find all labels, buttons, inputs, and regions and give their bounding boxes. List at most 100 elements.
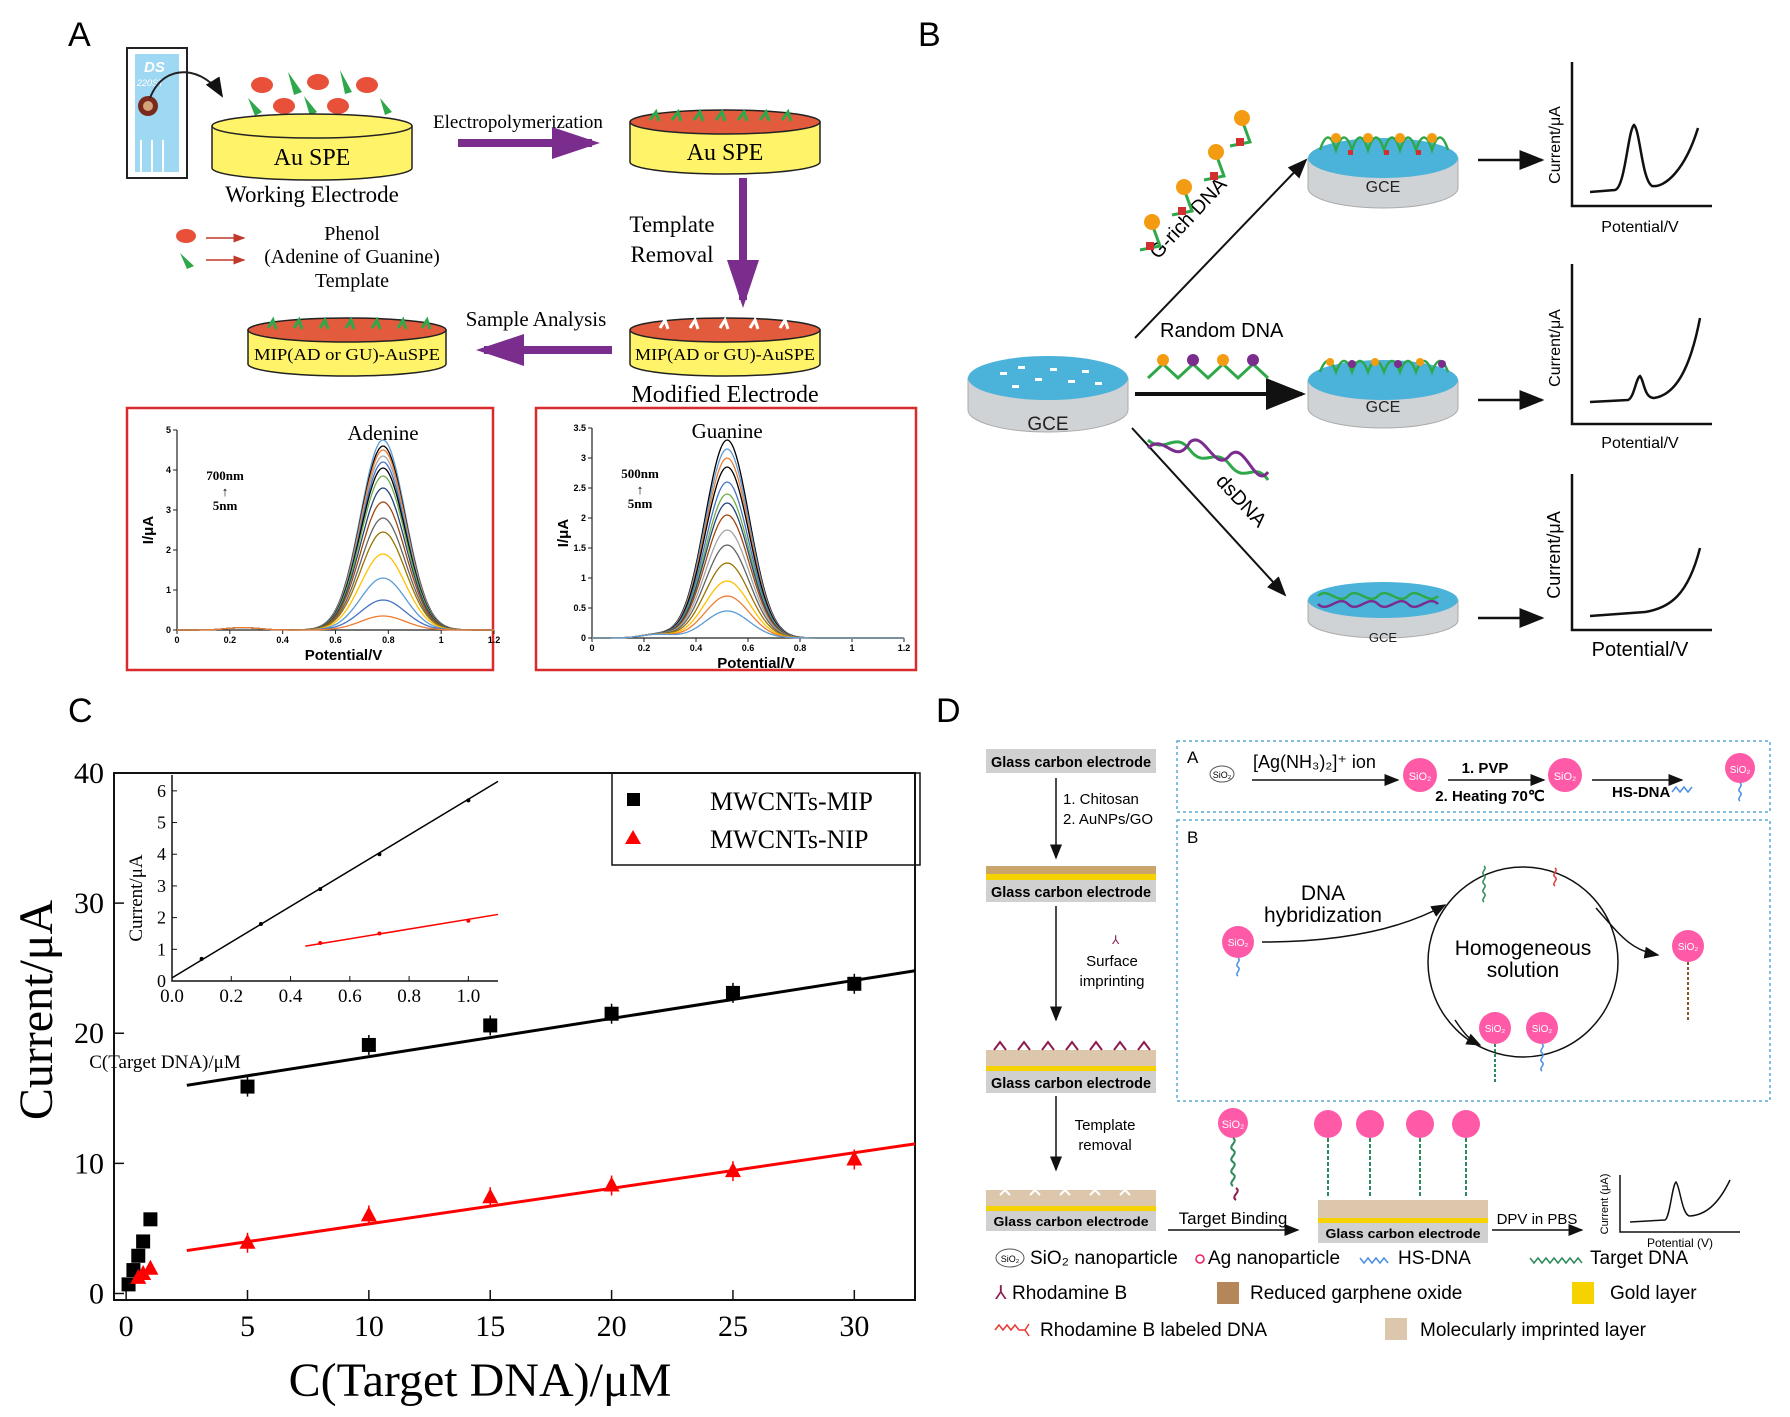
c-inset-fit-nip bbox=[305, 913, 499, 947]
c-point-nip bbox=[846, 1150, 863, 1166]
adenine-axes bbox=[176, 430, 494, 631]
d-pvp: 1. PVP bbox=[1462, 760, 1509, 777]
d-legend-rhod: Rhodamine B bbox=[1012, 1283, 1127, 1304]
d-bound-probes bbox=[1314, 1110, 1480, 1198]
c-ylabel: Current/μA bbox=[10, 899, 63, 1120]
gce-dsdna-label: GCE bbox=[1369, 630, 1398, 645]
c-fit-line-1 bbox=[186, 1142, 916, 1253]
d-legend-mil: Molecularly imprinted layer bbox=[1420, 1320, 1647, 1341]
c-inset-ytick-label: 0 bbox=[157, 971, 166, 991]
c-point-nip bbox=[142, 1259, 159, 1275]
d-step-3: Glass carbon electrode bbox=[986, 1040, 1156, 1093]
plot-g-rich-ylabel: Current/μA bbox=[1547, 106, 1564, 184]
d-box-b bbox=[1176, 819, 1771, 1102]
c-xtick-label: 20 bbox=[597, 1310, 627, 1343]
c-point-nip bbox=[360, 1206, 377, 1222]
d-legend-hs: HS-DNA bbox=[1398, 1248, 1471, 1269]
gce-random-label: GCE bbox=[1366, 399, 1401, 416]
c-legend-marker-nip bbox=[625, 830, 641, 844]
legend-phenol: Phenol bbox=[324, 223, 380, 245]
gce-source-label: GCE bbox=[1027, 414, 1068, 435]
c-inset-ytick-label: 2 bbox=[157, 908, 166, 928]
guanine-xtick-label: 1.2 bbox=[898, 643, 911, 653]
c-legend-nip: MWCNTs-NIP bbox=[710, 825, 869, 854]
d-step-4-label: Glass carbon electrode bbox=[994, 1214, 1149, 1229]
d-homog-2: solution bbox=[1487, 959, 1559, 982]
adenine-xtick-label: 0.2 bbox=[224, 635, 237, 645]
chip-text-1: DS bbox=[144, 59, 165, 76]
adenine-xtick-label: 1 bbox=[439, 635, 444, 645]
c-legend-box bbox=[611, 772, 921, 866]
plot-g-rich-xlabel: Potential/V bbox=[1601, 219, 1679, 236]
c-point-nip bbox=[482, 1188, 499, 1204]
guanine-xtick-label: 0.4 bbox=[690, 643, 703, 653]
d-rhod-glyph: ⅄ bbox=[1111, 933, 1120, 947]
guanine-ytick-label: 3.5 bbox=[573, 423, 586, 433]
au-spe-electrode-2: Au SPE bbox=[629, 108, 821, 175]
panel-b: GCE G-rich DNA Random DNA dsDNA bbox=[967, 62, 1712, 661]
g-rich-dna-strands bbox=[1139, 110, 1253, 252]
d-ag-ion: [Ag(NH₃)₂]⁺ ion bbox=[1253, 752, 1376, 772]
c-point-nip bbox=[603, 1176, 620, 1192]
d-reagent-template: Template bbox=[1075, 1117, 1136, 1134]
d-box-b-label: B bbox=[1187, 828, 1198, 847]
au-spe-label-1: Au SPE bbox=[274, 145, 351, 171]
c-inset-xtick-label: 1.0 bbox=[456, 986, 480, 1007]
d-reagent-chitosan: 1. Chitosan bbox=[1063, 791, 1139, 808]
adenine-title: Adenine bbox=[347, 421, 418, 445]
c-inset-ytick-label: 6 bbox=[157, 781, 166, 801]
c-ytick-label: 20 bbox=[74, 1017, 104, 1050]
gce-source: GCE bbox=[967, 356, 1129, 435]
c-inset-point-mip bbox=[377, 852, 382, 857]
adenine-xtick-label: 0.8 bbox=[382, 635, 395, 645]
d-legend-target: Target DNA bbox=[1590, 1248, 1689, 1269]
d-step-1: Glass carbon electrode bbox=[986, 749, 1156, 773]
random-dna-strand bbox=[1146, 354, 1270, 381]
d-reagent-imprinting: imprinting bbox=[1079, 973, 1144, 990]
guanine-ytick-label: 1 bbox=[581, 573, 586, 583]
d-hsdna: HS-DNA bbox=[1612, 784, 1670, 801]
c-inset-point-nip bbox=[377, 931, 382, 936]
c-inset-xtick-label: 0.4 bbox=[279, 986, 303, 1007]
chip-text-2: 220ST bbox=[136, 78, 165, 88]
c-point-mip bbox=[361, 1037, 376, 1052]
c-xtick-label: 30 bbox=[839, 1310, 869, 1343]
d-sio2-small: SiO₂ bbox=[1209, 765, 1235, 783]
guanine-annot-arrow: ↑ bbox=[637, 482, 644, 497]
guanine-xtick-label: 0.8 bbox=[794, 643, 807, 653]
guanine-xtick-label: 1 bbox=[849, 643, 854, 653]
guanine-ytick-label: 3 bbox=[581, 453, 586, 463]
c-inset-point-mip bbox=[466, 798, 471, 803]
guanine-xtick-label: 0.6 bbox=[742, 643, 755, 653]
au-spe-electrode-1: Au SPE bbox=[211, 113, 413, 181]
final-electrode-label: MIP(AD or GU)-AuSPE bbox=[254, 345, 440, 364]
c-ytick-label: 10 bbox=[74, 1147, 104, 1180]
d-reagent-surface: Surface bbox=[1086, 953, 1138, 970]
dsdna-strand-1 bbox=[1147, 438, 1270, 481]
d-step-5: Glass carbon electrode bbox=[1314, 1110, 1488, 1243]
d-step-4: Glass carbon electrode bbox=[986, 1188, 1156, 1231]
c-point-mip bbox=[847, 976, 862, 991]
gce-random: GCE bbox=[1307, 358, 1459, 429]
modified-electrode-label: MIP(AD or GU)-AuSPE bbox=[635, 345, 815, 364]
c-inset-point-mip bbox=[258, 921, 263, 926]
c-inset-xtick-label: 0.8 bbox=[397, 986, 421, 1007]
c-ytick-label: 30 bbox=[74, 887, 104, 920]
adenine-xtick-label: 1.2 bbox=[488, 635, 501, 645]
c-point-mip bbox=[725, 985, 740, 1000]
c-point-nip bbox=[239, 1233, 256, 1249]
guanine-annot-bottom: 5nm bbox=[628, 496, 653, 511]
guanine-xlabel: Potential/V bbox=[717, 655, 795, 672]
guanine-curve bbox=[592, 514, 904, 639]
d-target-binding: Target Binding bbox=[1179, 1209, 1288, 1228]
adenine-annot-top: 700nm bbox=[206, 468, 244, 483]
legend-adenine-guanine: (Adenine of Guanine) bbox=[264, 246, 440, 268]
plot-random: Current/μA Potential/V bbox=[1547, 264, 1712, 452]
c-inset-ytick-label: 1 bbox=[157, 939, 166, 959]
d-box-a bbox=[1176, 740, 1771, 813]
d-mini-plot: Current (μA) Potential (V) bbox=[1599, 1174, 1740, 1250]
d-legend-rhod-dna: Rhodamine B labeled DNA bbox=[1040, 1320, 1267, 1341]
d-dna-1: DNA bbox=[1301, 882, 1345, 905]
svg-text:SiO₂: SiO₂ bbox=[1532, 1024, 1553, 1035]
d-legend-ag-marker bbox=[1195, 1254, 1205, 1264]
